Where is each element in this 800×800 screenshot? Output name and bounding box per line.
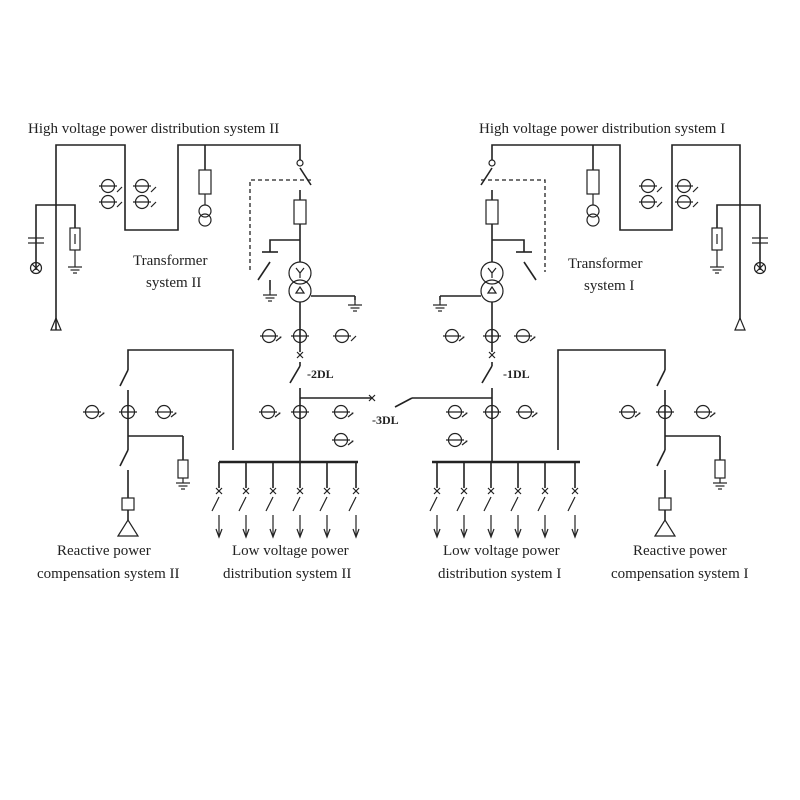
transformer-2-label-line1: Transformer (133, 253, 207, 269)
transformer-2-current-transformers (259, 328, 357, 344)
breaker-1dl (394, 351, 496, 462)
hv-system-1-label: High voltage power distribution system I (479, 121, 725, 137)
lv-1-feeders (429, 462, 579, 538)
bus-2-current-transformers (258, 404, 355, 448)
lv-2-label-line2: distribution system II (223, 566, 351, 582)
hv-1-current-transformers (638, 178, 699, 210)
transformer-1-current-transformers (442, 328, 537, 344)
reactive-1-label-line1: Reactive power (633, 543, 727, 559)
reactive-1-current-transformers (618, 404, 717, 420)
lv-2-label-line1: Low voltage power (232, 543, 349, 559)
hv-2-current-transformers (98, 178, 157, 210)
transformer-2-branch (249, 159, 363, 352)
hv-2-voltage-transformer (198, 169, 212, 227)
transformer-1-label-line2: system I (584, 278, 634, 294)
hv-1-voltage-transformer (586, 169, 600, 227)
lv-1-label-line2: distribution system I (438, 566, 561, 582)
breaker-2dl-label: -2DL (307, 367, 334, 381)
transformer-2-label-line2: system II (146, 275, 201, 291)
breaker-3dl-label: -3DL (372, 413, 399, 427)
reactive-compensation-1 (557, 349, 728, 537)
hv-system-2-network (28, 144, 301, 331)
lv-2-feeders (211, 462, 360, 538)
reactive-2-current-transformers (82, 404, 178, 420)
reactive-compensation-2 (116, 349, 234, 537)
breaker-1dl-label: -1DL (503, 367, 530, 381)
lv-1-label-line1: Low voltage power (443, 543, 560, 559)
transformer-1-branch (432, 159, 546, 352)
hv-system-2-label: High voltage power distribution system I… (28, 121, 279, 137)
transformer-1-label-line1: Transformer (568, 256, 642, 272)
hv-system-1-network (491, 144, 768, 331)
reactive-1-label-line2: compensation system I (611, 566, 748, 582)
reactive-2-label-line1: Reactive power (57, 543, 151, 559)
breaker-2dl (289, 351, 376, 462)
reactive-2-label-line2: compensation system II (37, 566, 179, 582)
